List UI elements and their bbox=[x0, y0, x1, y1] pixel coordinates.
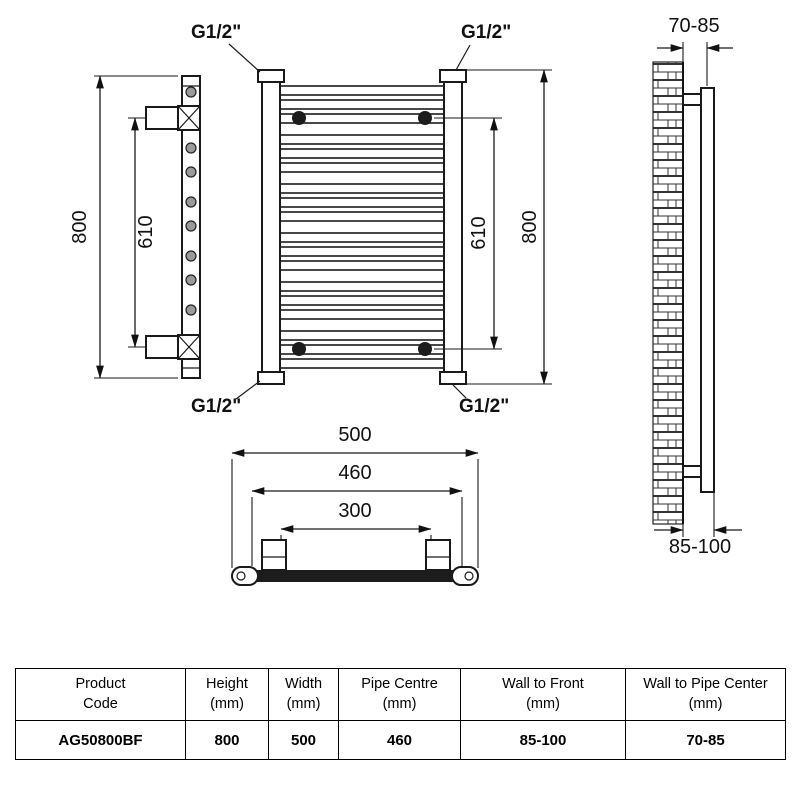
col-header-wall-to-pipe-center: Wall to Pipe Center(mm) bbox=[625, 667, 786, 722]
dim-label-500: 500 bbox=[338, 424, 371, 446]
mount-point bbox=[292, 111, 306, 125]
dim-label-460: 460 bbox=[338, 462, 371, 484]
left-tube bbox=[257, 69, 285, 385]
mount-point bbox=[418, 342, 432, 356]
pipe-side bbox=[700, 87, 715, 493]
mount-point bbox=[292, 342, 306, 356]
radiator-technical-diagram: 800 610 bbox=[69, 15, 742, 586]
mount-point bbox=[418, 111, 432, 125]
dim-width-500: 500 bbox=[231, 424, 479, 568]
connection-labels: G1/2" G1/2" G1/2" G1/2" bbox=[191, 22, 511, 417]
plan-drawing bbox=[231, 539, 479, 586]
dim-label-front-610: 610 bbox=[468, 216, 490, 249]
top-view: 500 460 300 bbox=[231, 424, 479, 586]
dim-label-side-800: 800 bbox=[69, 210, 91, 243]
spec-table-data-row: AG50800BF 800 500 460 85-100 70-85 bbox=[15, 720, 786, 761]
col-header-width: Width(mm) bbox=[268, 667, 339, 722]
wall-bracket-top bbox=[682, 93, 702, 106]
col-header-height: Height(mm) bbox=[185, 667, 269, 722]
dim-bracket-centre-300: 300 bbox=[280, 500, 432, 566]
g12-label-top-right: G1/2" bbox=[461, 22, 511, 43]
dim-wall-to-front: 85-100 bbox=[654, 492, 742, 558]
brick-wall bbox=[652, 61, 684, 525]
dim-front-610: 610 bbox=[434, 117, 502, 350]
dim-label-70-85: 70-85 bbox=[668, 15, 719, 37]
g12-label-bottom-left: G1/2" bbox=[191, 396, 241, 417]
rail-end bbox=[185, 86, 197, 98]
g12-label-top-left: G1/2" bbox=[191, 22, 241, 43]
dim-front-800: 800 bbox=[466, 69, 552, 385]
towel-rails bbox=[279, 85, 445, 369]
cell-pipe-centre: 460 bbox=[338, 720, 461, 761]
col-header-pipe-centre: Pipe Centre(mm) bbox=[338, 667, 461, 722]
dim-pipe-centre-460: 460 bbox=[251, 462, 463, 566]
dim-side-height: 800 bbox=[69, 75, 178, 379]
valve-left bbox=[261, 539, 287, 571]
cell-product-code: AG50800BF bbox=[15, 720, 186, 761]
valve-right bbox=[425, 539, 451, 571]
cell-width: 500 bbox=[268, 720, 339, 761]
dim-label-side-610: 610 bbox=[135, 215, 157, 248]
front-rail-plan bbox=[256, 570, 456, 582]
front-view: G1/2" G1/2" G1/2" G1/2" 610 800 bbox=[191, 22, 552, 417]
dim-wall-to-pipe: 70-85 bbox=[657, 15, 733, 86]
cell-height: 800 bbox=[185, 720, 269, 761]
cell-wall-to-front: 85-100 bbox=[460, 720, 626, 761]
wall-side-view: 70-85 85-100 bbox=[652, 15, 742, 558]
col-header-wall-to-front: Wall to Front(mm) bbox=[460, 667, 626, 722]
dim-label-front-800: 800 bbox=[519, 210, 541, 243]
wall-bracket-bottom bbox=[682, 465, 702, 478]
side-view: 800 610 bbox=[69, 75, 201, 379]
top-bracket bbox=[145, 105, 201, 131]
right-tube bbox=[439, 69, 467, 385]
dim-label-300: 300 bbox=[338, 500, 371, 522]
g12-label-bottom-right: G1/2" bbox=[459, 396, 509, 417]
dim-label-85-100: 85-100 bbox=[669, 536, 731, 558]
cell-wall-to-pipe-center: 70-85 bbox=[625, 720, 786, 761]
dim-side-bracket-span: 610 bbox=[128, 117, 157, 348]
bottom-bracket bbox=[145, 334, 201, 360]
